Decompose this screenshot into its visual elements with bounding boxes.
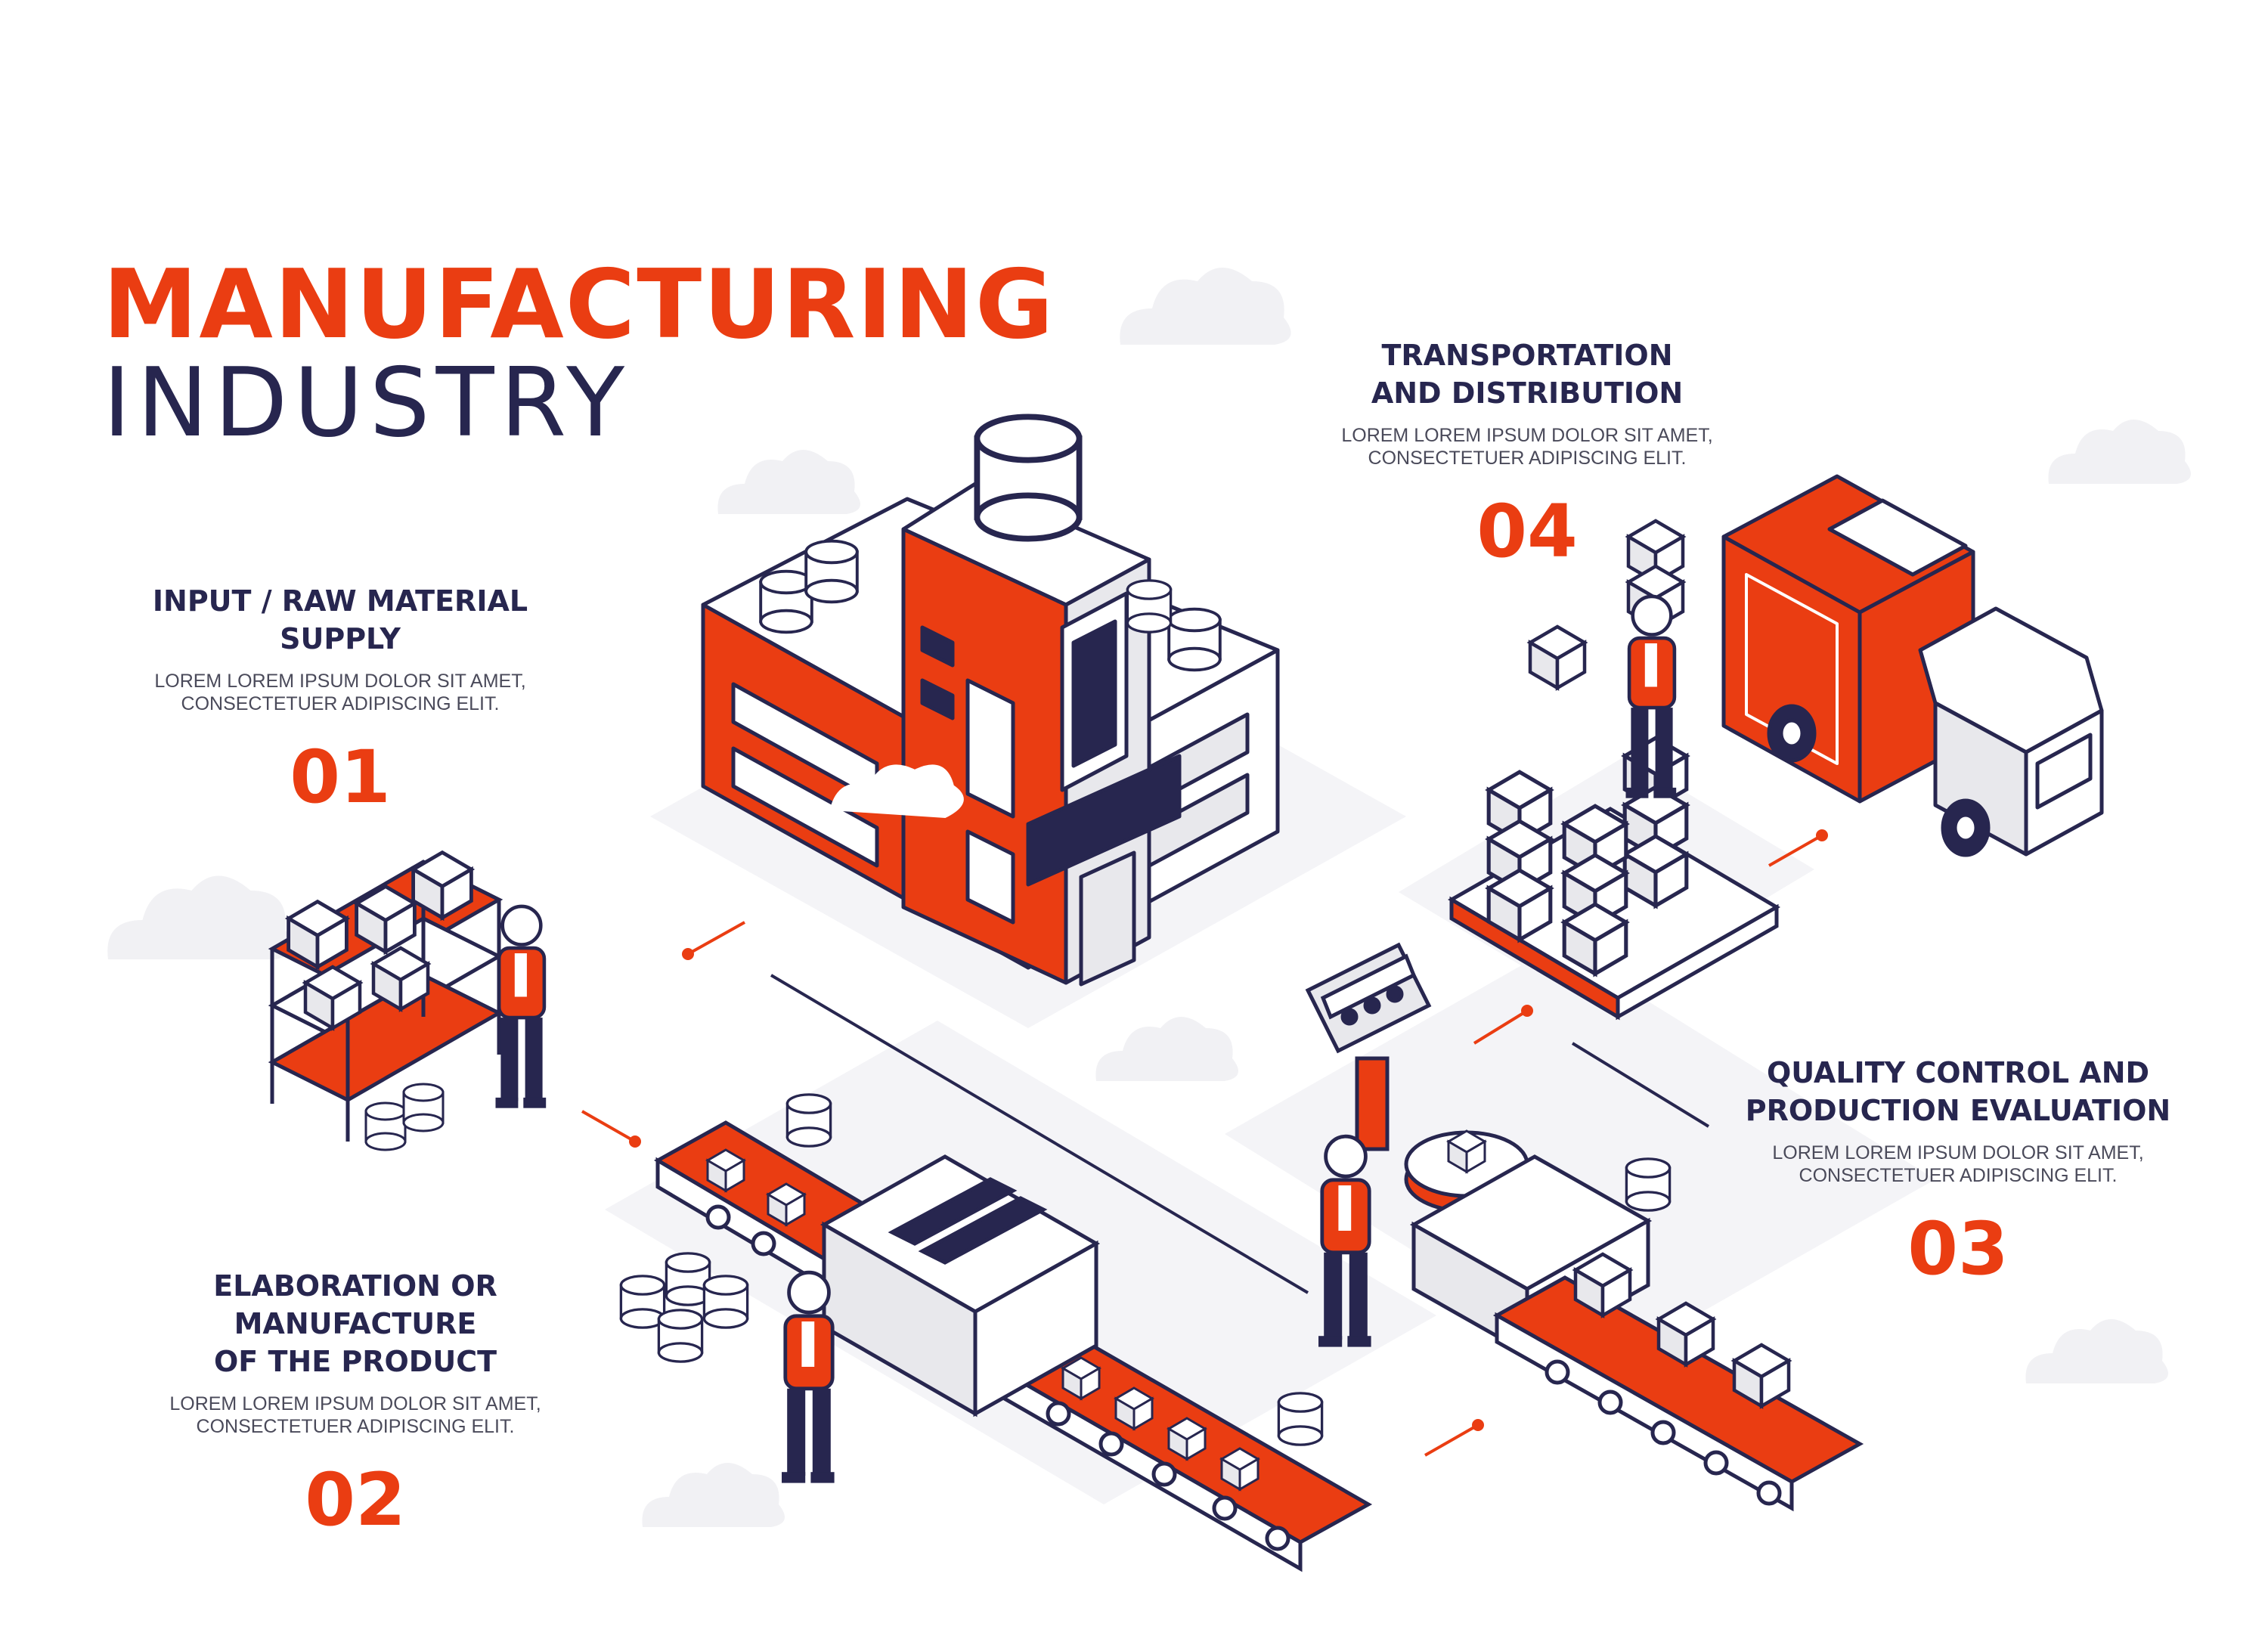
connector-line	[1473, 1009, 1529, 1045]
page-subtitle: INDUSTRY	[103, 347, 631, 458]
connector-line	[687, 921, 745, 956]
connector-line	[581, 1110, 636, 1143]
step-title: QUALITY CONTROL AND PRODUCTION EVALUATIO…	[1745, 1056, 2171, 1128]
connector-dot	[1472, 1419, 1484, 1431]
step-description: LOREM LOREM IPSUM DOLOR SIT AMET, CONSEC…	[1772, 1142, 2144, 1187]
connector-dot	[629, 1135, 641, 1148]
factory-cloud-sign	[829, 764, 964, 819]
cloud-shape	[717, 450, 860, 514]
step-03-quality-control: QUALITY CONTROL AND PRODUCTION EVALUATIO…	[1716, 1054, 2200, 1285]
worker-figure	[496, 906, 547, 1108]
cloud-shape	[1120, 268, 1291, 345]
step-04-transportation: TRANSPORTATION AND DISTRIBUTION LOREM LO…	[1300, 336, 1754, 568]
cloud-shape	[2048, 420, 2191, 484]
step-description: LOREM LOREM IPSUM DOLOR SIT AMET, CONSEC…	[169, 1393, 541, 1438]
step-number: 03	[1907, 1207, 2009, 1292]
floor-shadow	[1225, 945, 1935, 1368]
step-title: ELABORATION OR MANUFACTURE OF THE PRODUC…	[213, 1269, 497, 1379]
cloud-shape	[107, 875, 293, 959]
connector-line	[1424, 1424, 1479, 1457]
pallet-stack	[1448, 521, 1780, 1021]
step-number: 01	[290, 735, 391, 820]
step-description: LOREM LOREM IPSUM DOLOR SIT AMET, CONSEC…	[1341, 425, 1713, 469]
step-01-raw-material: INPUT / RAW MATERIAL SUPPLY LOREM LOREM …	[113, 582, 567, 813]
connector-lines	[581, 829, 1828, 1457]
step-title: TRANSPORTATION AND DISTRIBUTION	[1371, 339, 1684, 410]
step-description: LOREM LOREM IPSUM DOLOR SIT AMET, CONSEC…	[154, 671, 526, 715]
step-number: 02	[305, 1458, 406, 1543]
connector-dot	[1521, 1005, 1533, 1017]
cloud-shape	[1095, 1017, 1238, 1081]
overhead-wire	[1571, 1042, 1710, 1128]
connector-dot	[1816, 829, 1828, 841]
delivery-truck	[1721, 474, 2104, 857]
step-number: 04	[1476, 489, 1578, 575]
connector-line	[1768, 834, 1823, 867]
cloud-shape	[2025, 1319, 2168, 1383]
overhead-wire	[770, 974, 1309, 1294]
step-02-manufacture: ELABORATION OR MANUFACTURE OF THE PRODUC…	[129, 1267, 582, 1536]
step-title: INPUT / RAW MATERIAL SUPPLY	[152, 584, 528, 656]
page-title: MANUFACTURING	[103, 249, 1055, 360]
connector-dot	[682, 948, 694, 960]
cloud-shape	[642, 1463, 785, 1527]
